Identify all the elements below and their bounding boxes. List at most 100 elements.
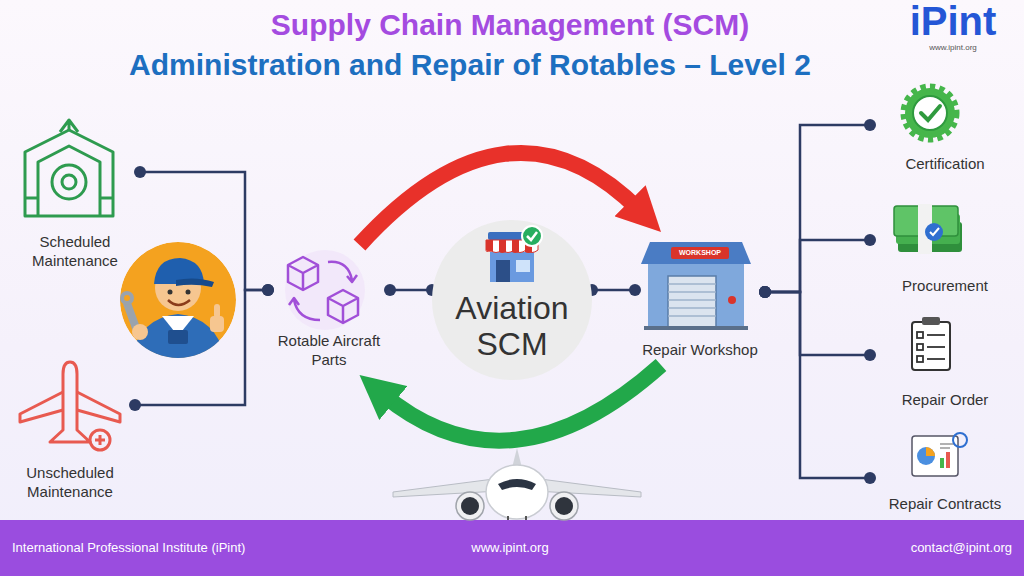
parts-icon-part <box>289 298 320 320</box>
mechanic-figure-part <box>120 291 134 305</box>
connector-line <box>140 172 268 290</box>
store-icon-part <box>490 252 534 282</box>
mechanic-figure-part <box>168 290 173 295</box>
clipboard-icon-part <box>917 332 923 338</box>
mechanic-figure-part <box>168 330 188 344</box>
hangar-icon-part <box>25 197 113 200</box>
maintenance-node: Unscheduled Maintenance <box>5 355 135 507</box>
logo-text: iPint <box>888 0 1018 44</box>
clipboard-icon <box>912 317 950 370</box>
contract-chart-icon-part <box>926 447 935 456</box>
money-icon-part <box>930 228 939 235</box>
mechanic-figure-part <box>168 300 190 305</box>
maintenance-node: Scheduled Maintenance <box>10 118 140 276</box>
contract-chart-icon-part <box>946 452 950 468</box>
parts-icon-part <box>285 250 365 330</box>
store-icon <box>480 222 544 286</box>
plane-icon <box>20 362 120 450</box>
mechanic-figure-part <box>130 314 226 362</box>
node-label: Repair Order <box>870 390 1020 409</box>
plane-icon-part <box>90 430 110 450</box>
airplane-front <box>393 448 641 520</box>
certification-badge-part <box>905 88 955 138</box>
parts-icon-part <box>328 290 358 323</box>
workshop-building-part <box>728 296 736 304</box>
workshop-building-part <box>648 258 744 328</box>
hangar-icon-part <box>25 130 113 216</box>
logo-url: www.ipint.org <box>888 43 1018 53</box>
parts-icon <box>285 250 365 330</box>
airplane-front-part <box>486 465 548 519</box>
contract-chart-icon-part <box>940 444 954 448</box>
mechanic-figure-part <box>132 324 148 340</box>
mechanic-figure-part <box>214 304 220 318</box>
parts-icon-part <box>288 257 318 290</box>
airplane-front-part <box>461 497 479 515</box>
certification-badge <box>905 88 955 138</box>
connector-line <box>765 125 870 292</box>
hangar-icon-part <box>60 120 78 132</box>
money-icon-part <box>925 223 943 241</box>
connector-line <box>592 289 635 292</box>
hangar-icon <box>25 120 113 216</box>
clipboard-icon-part <box>927 346 945 348</box>
hangar-icon-part <box>52 165 86 199</box>
clipboard-icon-part <box>927 358 945 360</box>
parts-node: Rotable Aircraft Parts <box>268 245 390 375</box>
clipboard-icon-part <box>922 317 940 325</box>
workshop-building-part <box>641 242 751 264</box>
mechanic-figure-part <box>186 290 191 295</box>
footer-band-part <box>0 520 1024 576</box>
mechanic-figure <box>120 242 236 362</box>
node-label: Procurement <box>870 276 1020 295</box>
store-icon-part <box>516 260 530 272</box>
node-label: Unscheduled Maintenance <box>5 463 135 501</box>
contract-chart-icon-part <box>912 436 958 476</box>
function-node: Repair Order <box>870 315 1020 415</box>
diagram-title: Supply Chain Management (SCM) <box>100 6 920 44</box>
function-node: Certification <box>870 82 1020 179</box>
node-label: Scheduled Maintenance <box>10 232 140 270</box>
contract-chart-icon <box>912 433 967 476</box>
workshop-building-part <box>668 284 716 316</box>
store-icon-part <box>522 226 542 246</box>
certification-badge-part <box>913 96 947 130</box>
contract-chart-icon-part <box>940 458 944 468</box>
clipboard-icon-part <box>912 322 950 370</box>
money-icon <box>894 204 962 254</box>
airplane-front-part <box>498 479 536 490</box>
mechanic-figure-part <box>176 278 214 287</box>
node-label: Certification <box>870 154 1020 173</box>
workshop-building <box>641 242 751 330</box>
airplane-front-part <box>555 497 573 515</box>
workshop-building-part <box>644 326 748 330</box>
connector-line <box>135 290 268 405</box>
airplane-front-part <box>508 516 526 520</box>
sign-text: WORKSHOP <box>671 248 729 258</box>
subtitle: Administration and Repair of Rotables – … <box>60 46 880 84</box>
connector-line <box>765 292 870 355</box>
workshop-building-part <box>668 276 716 328</box>
footer-url: www.ipint.org <box>420 540 600 556</box>
clipboard-icon-part <box>917 344 923 350</box>
hangar-icon-part <box>62 175 76 189</box>
airplane-front-part <box>550 492 578 520</box>
node-label: Repair Workshop <box>635 340 765 359</box>
connector-line <box>390 289 432 292</box>
mechanic-figure-part <box>210 316 224 332</box>
footer-text: International Professional Institute (iP… <box>12 540 372 556</box>
plane-icon-part <box>50 362 90 442</box>
plane-icon-part <box>95 435 105 445</box>
footer-band <box>0 520 1024 576</box>
clipboard-icon-part <box>927 334 945 336</box>
parts-icon-part <box>328 262 357 282</box>
workshop-building-part <box>671 247 729 259</box>
certification-badge-part <box>921 106 940 120</box>
parts-icon-part <box>288 257 358 323</box>
node-label: Rotable Aircraft Parts <box>268 331 390 369</box>
hangar-icon-part <box>38 146 100 216</box>
mechanic-figure-part <box>124 295 130 301</box>
function-node: Procurement <box>870 200 1020 301</box>
plane-icon-part <box>20 392 120 422</box>
